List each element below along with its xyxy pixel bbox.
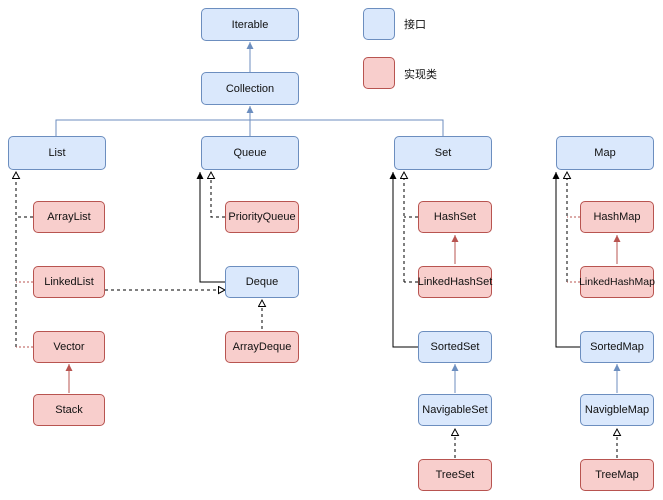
node-linkedlist[interactable]: LinkedList <box>33 266 105 298</box>
node-vector[interactable]: Vector <box>33 331 105 363</box>
node-navigablemap[interactable]: NavigbleMap <box>580 394 654 426</box>
node-hashset[interactable]: HashSet <box>418 201 492 233</box>
node-treemap[interactable]: TreeMap <box>580 459 654 491</box>
node-navigableset[interactable]: NavigableSet <box>418 394 492 426</box>
legend-interface-swatch <box>363 8 395 40</box>
node-iterable[interactable]: Iterable <box>201 8 299 41</box>
node-queue[interactable]: Queue <box>201 136 299 170</box>
node-set[interactable]: Set <box>394 136 492 170</box>
node-collection[interactable]: Collection <box>201 72 299 105</box>
edge-sortedmap-map <box>552 172 580 348</box>
node-linkedhashset[interactable]: LinkedHashSet <box>418 266 492 298</box>
legend-implementation-swatch <box>363 57 395 89</box>
legend-interface-label: 接口 <box>404 19 426 31</box>
node-sortedset[interactable]: SortedSet <box>418 331 492 363</box>
node-arraylist[interactable]: ArrayList <box>33 201 105 233</box>
node-arraydeque[interactable]: ArrayDeque <box>225 331 299 363</box>
node-sortedmap[interactable]: SortedMap <box>580 331 654 363</box>
node-stack[interactable]: Stack <box>33 394 105 426</box>
node-hashmap[interactable]: HashMap <box>580 201 654 233</box>
edge-sortedset-set <box>389 172 418 348</box>
node-priorityqueue[interactable]: PriorityQueue <box>225 201 299 233</box>
node-list[interactable]: List <box>8 136 106 170</box>
edge-deque-queue <box>196 172 225 283</box>
node-linkedhashmap[interactable]: LinkedHashMap <box>579 266 655 298</box>
node-deque[interactable]: Deque <box>225 266 299 298</box>
legend-implementation-label: 实现类 <box>404 69 437 81</box>
node-map[interactable]: Map <box>556 136 654 170</box>
node-treeset[interactable]: TreeSet <box>418 459 492 491</box>
edge-priorityqueue-queue <box>211 172 225 218</box>
